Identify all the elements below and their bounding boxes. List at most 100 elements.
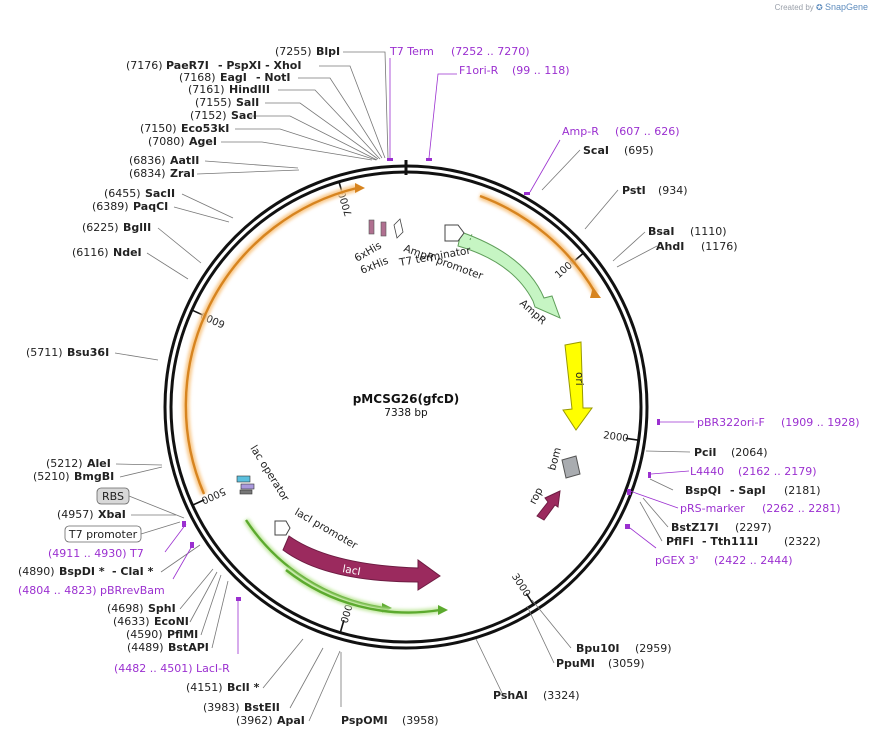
bom-box — [561, 455, 581, 479]
site-name-extra: - Tth111I — [702, 535, 758, 548]
primer-name: LacI-R — [196, 662, 230, 675]
primer-range: (2422 .. 2444) — [714, 554, 793, 567]
site-name: HindIII — [229, 83, 270, 96]
site-pos: (4489) — [127, 641, 164, 654]
site-pos: (6834) — [129, 167, 166, 180]
site-name: AhdI — [656, 240, 684, 253]
primer-range: (4482 .. 4501) — [114, 662, 193, 675]
his-tag-icons — [368, 218, 404, 239]
rbs-label: RBS — [96, 487, 130, 505]
snapgene-logo-icon: ✪ — [816, 3, 823, 12]
site-name: NdeI — [113, 246, 142, 259]
site-name: BspQI — [685, 484, 721, 497]
lac-operator-label: lac operator — [247, 443, 291, 504]
site-pos: (3059) — [608, 657, 645, 670]
primer-range: (607 .. 626) — [615, 125, 680, 138]
ruler-tick-label: 2000 — [602, 430, 629, 444]
site-pos: (3324) — [543, 689, 580, 702]
site-name-extra: - NotI — [256, 71, 291, 84]
primer-name: pRS-marker — [680, 502, 745, 515]
site-pos: (7176) — [126, 59, 163, 72]
primer-name: pGEX 3' — [655, 554, 699, 567]
orf-arcs — [182, 183, 601, 496]
site-name: AleI — [87, 457, 111, 470]
rop-label: rop — [527, 485, 546, 506]
credit-prefix: Created by — [774, 3, 814, 12]
site-labels: (7255) BlpI (7176) PaeR7I - PspXI - XhoI… — [18, 45, 821, 727]
site-name: BstAPI — [168, 641, 209, 654]
primer-name: F1ori-R — [459, 64, 499, 77]
site-pos: (3962) — [236, 714, 273, 727]
site-name: SacI — [231, 109, 257, 122]
site-name: BsaI — [648, 225, 674, 238]
site-pos: (7152) — [190, 109, 227, 122]
site-leaders — [114, 51, 691, 722]
site-pos: (4633) — [113, 615, 150, 628]
site-pos: (5711) — [26, 346, 63, 359]
ampr-arrow — [457, 231, 561, 319]
site-name: SalI — [236, 96, 259, 109]
site-name: PflFI — [666, 535, 694, 548]
site-name: PspOMI — [341, 714, 388, 727]
site-name: EagI — [220, 71, 247, 84]
ruler-tick — [525, 593, 535, 605]
ampr-promoter-icon — [444, 224, 465, 242]
site-pos: (2322) — [784, 535, 821, 548]
site-name-extra: - SapI — [730, 484, 766, 497]
green-arcs — [243, 518, 448, 616]
primer-marks — [182, 158, 660, 601]
site-pos: (6116) — [72, 246, 109, 259]
site-name-extra: - ClaI * — [112, 565, 154, 578]
site-pos: (3958) — [402, 714, 439, 727]
site-name: ZraI — [170, 167, 195, 180]
site-pos: (1176) — [701, 240, 738, 253]
site-name: ApaI — [277, 714, 305, 727]
site-pos: (1110) — [690, 225, 727, 238]
site-name: PciI — [694, 446, 716, 459]
bom-label: bom — [546, 446, 564, 472]
backbone — [163, 160, 649, 650]
primer-name: L4440 — [690, 465, 724, 478]
primer-range: (99 .. 118) — [512, 64, 570, 77]
site-pos: (2959) — [635, 642, 672, 655]
primer-range: (2262 .. 2281) — [762, 502, 841, 515]
site-name: BclI * — [227, 681, 260, 694]
site-name: PflMI — [167, 628, 198, 641]
site-pos: (7168) — [179, 71, 216, 84]
primer-range: (7252 .. 7270) — [451, 45, 530, 58]
site-name: PaqCI — [133, 200, 168, 213]
site-name: AatII — [170, 154, 199, 167]
site-pos: (7255) — [275, 45, 312, 58]
credit-brand: SnapGene — [824, 2, 868, 12]
site-name: BglII — [123, 221, 151, 234]
site-name: BmgBI — [74, 470, 114, 483]
site-name: Bsu36I — [67, 346, 109, 359]
ori-arrow — [562, 341, 593, 431]
t7-promoter-label: T7 promoter — [64, 525, 142, 543]
plasmid-length: 7338 bp — [384, 407, 428, 419]
primer-name: T7 — [129, 547, 144, 560]
site-pos: (7155) — [195, 96, 232, 109]
site-name: PshAI — [493, 689, 528, 702]
site-name: Eco53kI — [181, 122, 229, 135]
site-pos: (7080) — [148, 135, 185, 148]
site-pos: (4698) — [107, 602, 144, 615]
snapgene-credit: Created by ✪ SnapGene — [775, 2, 868, 12]
site-name: SphI — [148, 602, 176, 615]
laci-promoter-icon — [274, 520, 291, 536]
site-pos: (5210) — [33, 470, 70, 483]
laci-arrow — [282, 535, 441, 591]
site-pos: (6455) — [104, 187, 141, 200]
site-name: PaeR7I — [166, 59, 209, 72]
site-pos: (3983) — [203, 701, 240, 714]
primer-name: pBR322ori-F — [697, 416, 765, 429]
site-pos: (7161) — [188, 83, 225, 96]
site-pos: (934) — [658, 184, 688, 197]
primer-name: Amp-R — [562, 125, 599, 138]
rbs-text: RBS — [102, 490, 124, 503]
site-name: BstEII — [244, 701, 280, 714]
primer-name: T7 Term — [389, 45, 434, 58]
site-name: AgeI — [189, 135, 217, 148]
site-pos: (5212) — [46, 457, 83, 470]
